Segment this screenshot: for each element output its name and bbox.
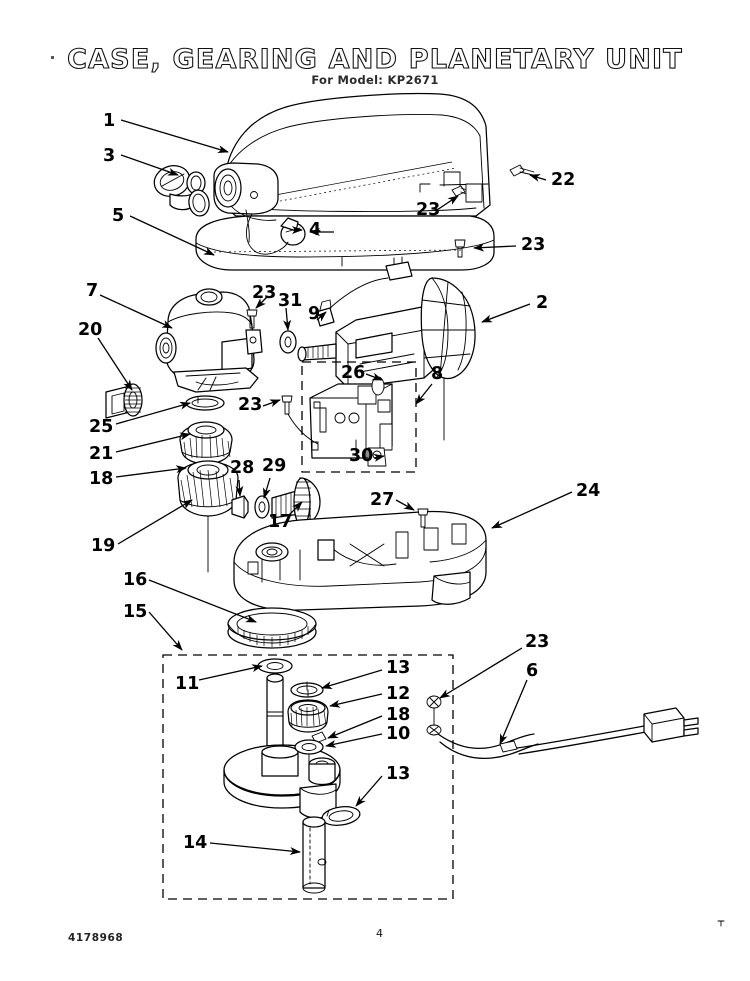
callout-23-cord: 23 <box>525 632 550 652</box>
callout-12: 12 <box>386 684 411 704</box>
document-part-number: 4178968 <box>68 932 124 944</box>
motor-head-cover <box>221 92 491 217</box>
callout-4: 4 <box>309 220 322 240</box>
gear-12 <box>287 689 329 733</box>
screw-27 <box>417 508 429 528</box>
callout-1: 1 <box>103 111 116 131</box>
callout-13-upper: 13 <box>386 658 411 678</box>
attachment-knob <box>230 205 306 255</box>
callout-16: 16 <box>123 570 148 590</box>
callout-21: 21 <box>89 444 114 464</box>
worm-gear-19 <box>177 460 239 573</box>
callout-23-upper-right: 23 <box>521 235 546 255</box>
callout-11: 11 <box>175 674 200 694</box>
callout-15: 15 <box>123 602 148 622</box>
callout-6: 6 <box>526 661 539 681</box>
screw-23-mid <box>281 395 319 445</box>
callout-27: 27 <box>370 490 395 510</box>
callout-24: 24 <box>576 481 601 501</box>
callout-17: 17 <box>268 512 293 532</box>
nut-28 <box>231 495 249 519</box>
callout-3: 3 <box>103 146 116 166</box>
head-hub-nose <box>213 162 279 243</box>
callout-8: 8 <box>431 364 444 384</box>
screw-23-upper-left <box>451 185 471 197</box>
retaining-ring-25 <box>185 395 225 411</box>
trim-band-assembly <box>153 165 210 217</box>
callout-19: 19 <box>91 536 116 556</box>
washer-11 <box>257 658 293 674</box>
washer-31 <box>279 330 297 354</box>
head-lower-rim <box>195 215 495 271</box>
page-number: 4 <box>376 927 383 940</box>
callout-5: 5 <box>112 206 125 226</box>
callout-2: 2 <box>536 293 549 313</box>
callout-7: 7 <box>86 281 99 301</box>
callout-14: 14 <box>183 833 208 853</box>
motor-armature-fan <box>297 277 476 441</box>
callout-31: 31 <box>278 291 303 311</box>
page-title: CASE, GEARING AND PLANETARY UNIT <box>67 43 683 75</box>
screw-22 <box>509 164 535 177</box>
washer-10 <box>294 739 324 764</box>
pin-18 <box>189 472 205 486</box>
callout-13-lower: 13 <box>386 764 411 784</box>
model-subtitle: For Model: KP2671 <box>311 73 439 87</box>
power-cord-6 <box>437 707 699 760</box>
callout-25: 25 <box>89 417 114 437</box>
planetary-hub <box>223 673 341 819</box>
callout-23-housing: 23 <box>252 283 277 303</box>
bevel-gear-21 <box>179 421 233 465</box>
callout-26: 26 <box>341 363 366 383</box>
beater-shaft-14 <box>302 816 327 894</box>
retaining-ring-13-lower <box>321 806 361 826</box>
leader-lines <box>97 119 573 855</box>
callout-20: 20 <box>78 320 103 340</box>
callout-23-upper-left: 23 <box>416 200 441 220</box>
callout-30: 30 <box>349 446 374 466</box>
callout-9: 9 <box>308 304 321 324</box>
retaining-ring-13-upper <box>290 681 324 698</box>
screw-23-cord <box>426 695 442 736</box>
washer-29 <box>254 495 270 519</box>
callout-22: 22 <box>551 170 576 190</box>
screw-23-housing <box>246 309 258 329</box>
gear-housing-7 <box>155 288 263 393</box>
callout-18-lower: 18 <box>386 705 411 725</box>
screw-23-upper-right <box>454 239 466 258</box>
connector-9 <box>315 256 413 327</box>
callout-23-mid: 23 <box>238 395 263 415</box>
callout-18: 18 <box>89 469 114 489</box>
callout-28: 28 <box>230 458 255 478</box>
shaft-gear-20 <box>105 383 143 419</box>
callout-29: 29 <box>262 456 287 476</box>
ring-gear-16 <box>227 607 317 649</box>
pin-18-lower <box>311 731 327 744</box>
callout-10: 10 <box>386 724 411 744</box>
